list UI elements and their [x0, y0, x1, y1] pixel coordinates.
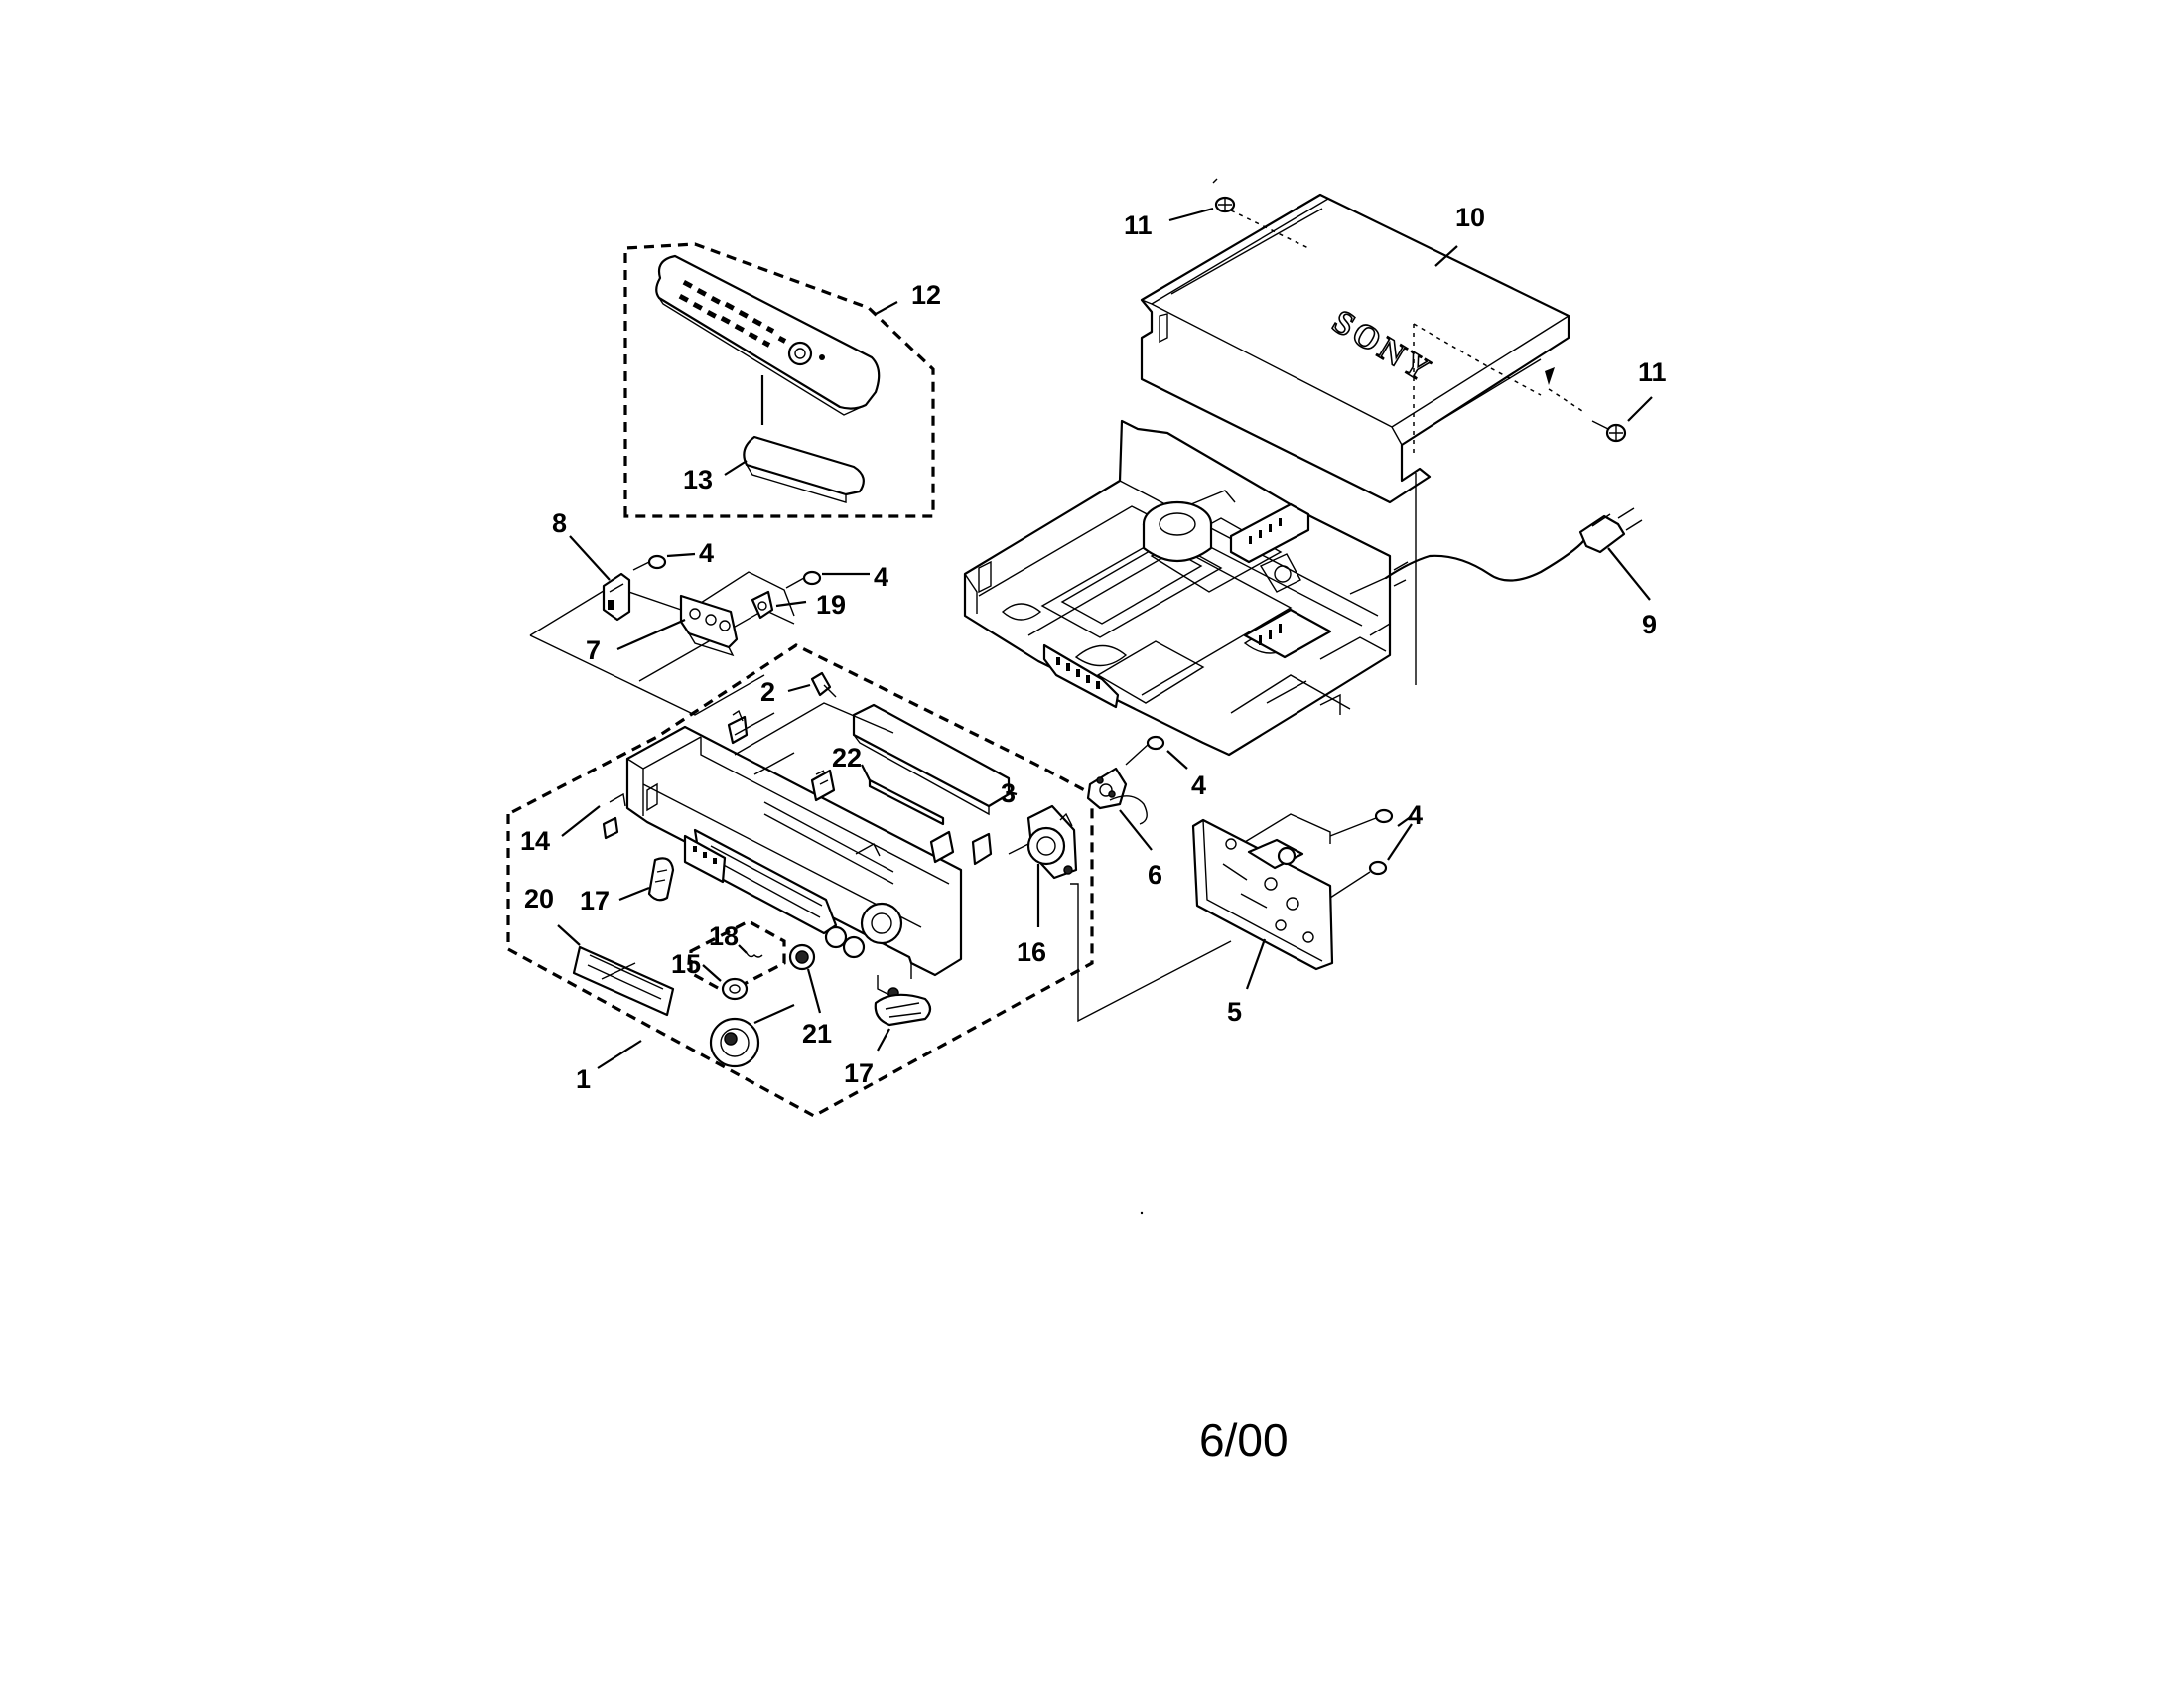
- callout-4-a: 4: [699, 538, 714, 568]
- knob-part: [788, 943, 816, 971]
- jack-board-part: [1191, 818, 1334, 971]
- bezel-clip-4: [971, 832, 993, 866]
- callout-1: 1: [576, 1064, 591, 1094]
- button-cap-left: [647, 857, 675, 902]
- light-guide-part: [868, 778, 945, 826]
- screw-jack-board-upper: [1374, 808, 1394, 824]
- callout-13: 13: [683, 465, 713, 494]
- bezel-clip-3: [929, 830, 955, 864]
- screw-sensor: [1125, 735, 1165, 766]
- callout-9: 9: [1642, 610, 1657, 639]
- mount-bracket-part: [602, 572, 631, 622]
- knob-subgroup-dashed-boundary: [689, 919, 786, 995]
- front-panel-group: [506, 643, 1094, 1118]
- date-code: 6/00: [1199, 1414, 1289, 1466]
- button-cap-right: [874, 993, 932, 1027]
- callout-6: 6: [1148, 860, 1162, 890]
- drive-gear-part: [1026, 804, 1078, 880]
- cover-screw-right: [1591, 420, 1627, 443]
- bracket-group: [529, 535, 870, 716]
- small-bracket-part: [810, 671, 837, 698]
- cover-screw-top: [1212, 178, 1236, 213]
- top-cover-part: [1140, 193, 1570, 504]
- callout-4-c: 4: [1191, 771, 1206, 800]
- callout-4-d: 4: [1408, 800, 1423, 830]
- callout-10: 10: [1455, 203, 1485, 232]
- screw-jack-board-lower: [1368, 860, 1388, 876]
- callout-20: 20: [524, 884, 554, 913]
- battery-cover-part: [743, 435, 865, 503]
- callout-labels: 10 11 11 12 13 9 8 4 4 19 7 2 22 3 4 4 6…: [520, 203, 1667, 1094]
- callout-14: 14: [520, 826, 550, 856]
- chassis-mechanism: [963, 419, 1392, 757]
- clip-part: [751, 590, 774, 620]
- callout-17-left: 17: [580, 886, 610, 915]
- spring-part: [746, 952, 763, 958]
- callout-4-b: 4: [874, 562, 888, 592]
- connector-bracket-part: [679, 594, 739, 657]
- callout-16: 16: [1017, 937, 1046, 967]
- screw-bracket-19: [785, 570, 822, 589]
- callout-5: 5: [1227, 997, 1242, 1027]
- remote-control-group: [623, 242, 935, 518]
- callout-3: 3: [1001, 778, 1016, 808]
- callout-15: 15: [671, 949, 701, 979]
- bezel-clip-1: [727, 709, 749, 745]
- front-door-part: [572, 945, 675, 1017]
- head-drum: [1142, 490, 1236, 562]
- ring-knob-part: [709, 1017, 760, 1068]
- callout-19: 19: [816, 590, 846, 620]
- callout-2: 2: [760, 677, 775, 707]
- cassette-lid-part: [852, 703, 1011, 816]
- knob-cap-part: [721, 977, 749, 1001]
- bezel-clip-2: [810, 769, 836, 802]
- remote-control-part: [655, 254, 881, 416]
- front-panel-part: [625, 725, 963, 1002]
- spring-clip-part: [602, 792, 626, 840]
- top-cover-group: SONY: [1140, 178, 1653, 504]
- callout-22: 22: [832, 743, 862, 772]
- callout-21: 21: [802, 1019, 832, 1049]
- callout-11-top: 11: [1124, 210, 1153, 240]
- sensor-bracket-part: [1086, 767, 1148, 825]
- callout-11-right: 11: [1638, 357, 1667, 387]
- callout-8: 8: [552, 508, 567, 538]
- callout-12: 12: [911, 280, 941, 310]
- callout-17-right: 17: [844, 1058, 874, 1088]
- callout-7: 7: [586, 635, 601, 665]
- callout-18: 18: [709, 921, 739, 951]
- screw-bracket-8: [632, 554, 667, 571]
- power-cord-part: [1384, 507, 1643, 582]
